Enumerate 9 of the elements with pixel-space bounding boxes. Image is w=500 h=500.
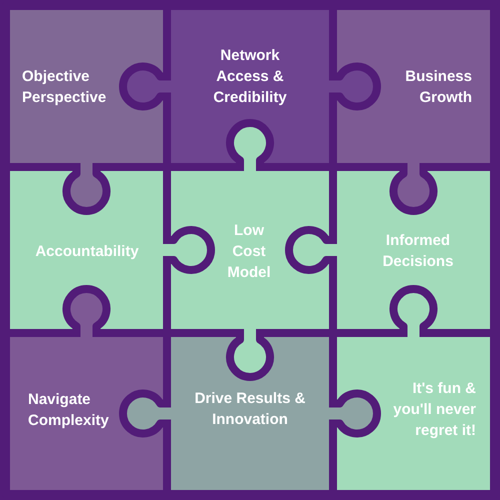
piece-label: Accountability: [34, 242, 140, 262]
piece-label: Drive Results & Innovation: [194, 389, 306, 430]
piece-label: Business Growth: [404, 67, 472, 108]
piece-label: It's fun & you'll never regret it!: [392, 379, 476, 441]
piece-label: Low Cost Model: [226, 221, 272, 283]
piece-label: Network Access & Credibility: [212, 46, 288, 108]
piece-label: Objective Perspective: [22, 67, 108, 108]
piece-label: Informed Decisions: [382, 231, 454, 272]
piece-label: Navigate Complexity: [28, 390, 110, 431]
